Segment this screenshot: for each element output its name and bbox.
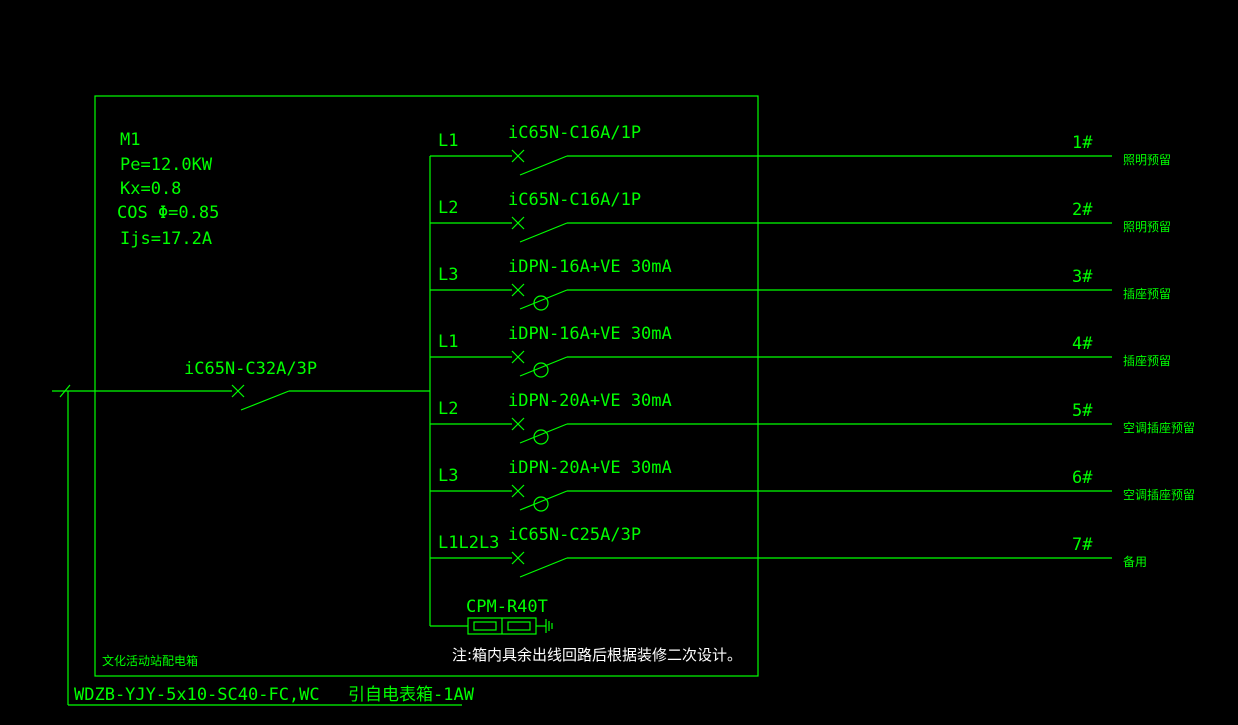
circuit-use: 插座预留 <box>1123 353 1171 368</box>
spd-label: CPM-R40T <box>466 597 548 617</box>
circuit-phase: L3 <box>438 265 458 285</box>
circuit-6: L3 iDPN-20A+VE 30mA 6# 空调插座预留 <box>430 458 1195 512</box>
circuit-device: iC65N-C16A/1P <box>508 190 641 210</box>
circuit-phase: L1 <box>438 131 458 151</box>
circuit-number: 5# <box>1072 401 1093 421</box>
circuit-4: L1 iDPN-16A+VE 30mA 4# 插座预留 <box>430 324 1171 378</box>
panel-kx: Kx=0.8 <box>120 179 181 199</box>
circuit-1: L1 iC65N-C16A/1P 1# 照明预留 <box>430 123 1171 176</box>
circuit-3: L3 iDPN-16A+VE 30mA 3# 插座预留 <box>430 257 1171 311</box>
circuit-device: iDPN-20A+VE 30mA <box>508 391 672 411</box>
breaker-contact <box>519 356 568 377</box>
circuit-phase: L3 <box>438 466 458 486</box>
breaker-contact <box>519 423 568 444</box>
circuit-use: 空调插座预留 <box>1123 420 1195 435</box>
circuit-number: 2# <box>1072 200 1093 220</box>
circuit-number: 6# <box>1072 468 1093 488</box>
circuit-list: L1 iC65N-C16A/1P 1# 照明预留 L2 iC65N-C16A/1P 2# 照明… <box>430 123 1195 578</box>
panel-id: M1 <box>120 130 140 150</box>
main-breaker-label: iC65N-C32A/3P <box>184 359 317 379</box>
breaker-cross <box>511 350 525 364</box>
panel-enclosure <box>94 95 759 677</box>
circuit-phase: L2 <box>438 399 458 419</box>
circuit-use: 备用 <box>1123 555 1147 569</box>
panel-pe: Pe=12.0KW <box>120 155 213 175</box>
circuit-device: iC65N-C25A/3P <box>508 525 641 545</box>
breaker-cross <box>511 216 525 230</box>
circuit-number: 4# <box>1072 334 1093 354</box>
breaker-contact <box>519 155 568 176</box>
main-breaker-symbol <box>231 384 430 411</box>
spd-symbol <box>430 617 553 635</box>
circuit-use: 插座预留 <box>1123 286 1171 301</box>
circuit-7: L1L2L3 iC65N-C25A/3P 7# 备用 <box>430 525 1147 578</box>
breaker-contact <box>519 557 568 578</box>
breaker-cross <box>511 551 525 565</box>
feeder-source: 引自电表箱-1AW <box>348 685 475 705</box>
rcd-symbol <box>533 429 549 445</box>
breaker-contact <box>519 222 568 243</box>
breaker-cross <box>511 417 525 431</box>
breaker-cross <box>511 149 525 163</box>
breaker-contact <box>519 289 568 310</box>
circuit-device: iDPN-16A+VE 30mA <box>508 324 672 344</box>
circuit-number: 1# <box>1072 133 1093 153</box>
rcd-symbol <box>533 496 549 512</box>
incoming-tick <box>59 384 71 398</box>
breaker-cross <box>511 283 525 297</box>
circuit-use: 照明预留 <box>1123 153 1171 167</box>
feeder-cable: WDZB-YJY-5x10-SC40-FC,WC <box>74 685 320 705</box>
circuit-2: L2 iC65N-C16A/1P 2# 照明预留 <box>430 190 1171 243</box>
circuit-5: L2 iDPN-20A+VE 30mA 5# 空调插座预留 <box>430 391 1195 445</box>
circuit-phase: L2 <box>438 198 458 218</box>
circuit-use: 照明预留 <box>1123 220 1171 234</box>
circuit-device: iC65N-C16A/1P <box>508 123 641 143</box>
circuit-use: 空调插座预留 <box>1123 487 1195 502</box>
panel-cos: COS Φ=0.85 <box>117 203 219 223</box>
design-note: 注:箱内具余出线回路后根据装修二次设计。 <box>452 646 742 664</box>
breaker-cross <box>511 484 525 498</box>
circuit-number: 3# <box>1072 267 1093 287</box>
circuit-device: iDPN-16A+VE 30mA <box>508 257 672 277</box>
panel-name: 文化活动站配电箱 <box>102 653 198 668</box>
circuit-phase: L1L2L3 <box>438 533 499 553</box>
circuit-phase: L1 <box>438 332 458 352</box>
circuit-device: iDPN-20A+VE 30mA <box>508 458 672 478</box>
rcd-symbol <box>533 295 549 311</box>
panel-ijs: Ijs=17.2A <box>120 229 212 249</box>
rcd-symbol <box>533 362 549 378</box>
circuit-number: 7# <box>1072 535 1093 555</box>
breaker-contact <box>519 490 568 511</box>
